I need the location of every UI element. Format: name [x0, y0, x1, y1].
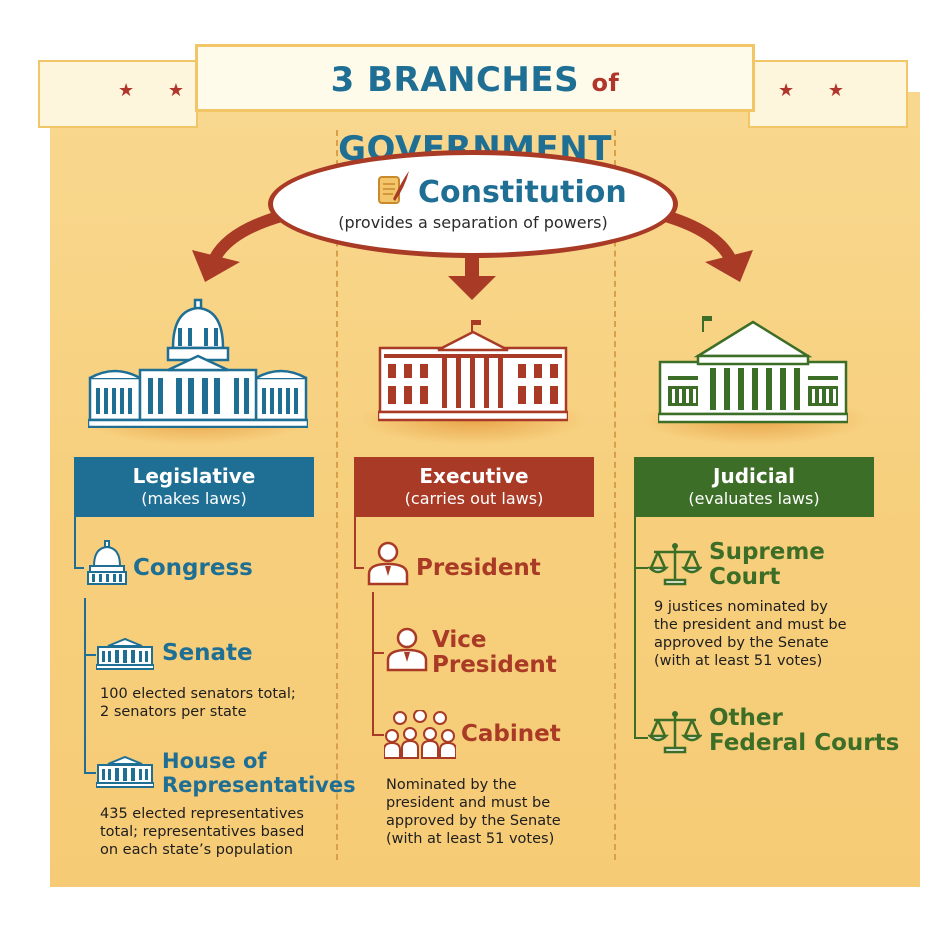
tree-line	[634, 737, 648, 739]
supreme-court-note-line: the president and must be	[654, 617, 847, 633]
tree-line	[354, 567, 364, 569]
other-courts-label-line: Federal Courts	[709, 730, 900, 756]
stars-left: ★ ★	[118, 80, 198, 101]
supreme-court-label-line: Court	[709, 564, 781, 590]
legislative-name: Legislative	[132, 464, 256, 488]
supreme-court-note-line: (with at least 51 votes)	[654, 653, 823, 669]
senate-building-icon	[96, 638, 154, 670]
judicial-header: Judicial (evaluates laws)	[634, 457, 874, 517]
house-note-line: on each state’s population	[100, 842, 293, 858]
president-person-icon	[367, 541, 409, 586]
title-part-1: 3 BRANCHES	[330, 60, 580, 100]
tree-line	[354, 517, 356, 569]
supreme-court-note-line: approved by the Senate	[654, 635, 829, 651]
title-of: of	[591, 69, 620, 97]
judicial-desc: (evaluates laws)	[688, 489, 820, 508]
executive-desc: (carries out laws)	[404, 489, 544, 508]
tree-line	[84, 598, 86, 774]
senate-note-line: 2 senators per state	[100, 704, 247, 720]
executive-header: Executive (carries out laws)	[354, 457, 594, 517]
supreme-court-icon	[658, 316, 848, 424]
house-building-icon	[96, 756, 154, 788]
white-house-icon	[378, 320, 568, 422]
senate-label: Senate	[162, 640, 253, 666]
judicial-name: Judicial	[713, 464, 795, 488]
senate-note: 100 elected senators total; 2 senators p…	[100, 685, 296, 721]
scales-of-justice-icon	[648, 711, 702, 754]
tree-line	[372, 734, 384, 736]
tree-line	[372, 592, 374, 736]
cabinet-note: Nominated by the president and must be a…	[386, 776, 561, 848]
supreme-court-note: 9 justices nominated by the president an…	[654, 598, 847, 670]
tree-line	[84, 654, 96, 656]
house-label-line: Representatives	[162, 773, 356, 797]
congress-label: Congress	[133, 555, 253, 581]
tree-line	[372, 652, 384, 654]
banner-right-wing	[748, 60, 908, 128]
house-label: House of Representatives	[162, 749, 356, 797]
house-label-line: House of	[162, 749, 267, 773]
cabinet-note-line: (with at least 51 votes)	[386, 831, 555, 847]
legislative-desc: (makes laws)	[141, 489, 247, 508]
cabinet-label: Cabinet	[461, 721, 561, 747]
senate-note-line: 100 elected senators total;	[100, 686, 296, 702]
executive-name: Executive	[419, 464, 529, 488]
stars-right: ★ ★	[778, 80, 858, 101]
supreme-court-note-line: 9 justices nominated by	[654, 599, 828, 615]
cabinet-group-icon	[384, 710, 456, 759]
house-note-line: total; representatives based	[100, 824, 305, 840]
constitution-subtitle: (provides a separation of powers)	[338, 213, 608, 232]
house-note-line: 435 elected representatives	[100, 806, 304, 822]
cabinet-note-line: Nominated by the	[386, 777, 517, 793]
vice-president-label: Vice President	[432, 628, 557, 678]
president-label: President	[416, 555, 541, 581]
other-courts-label-line: Other	[709, 705, 783, 731]
vice-president-person-icon	[386, 627, 428, 672]
legislative-header: Legislative (makes laws)	[74, 457, 314, 517]
vice-president-label-line: President	[432, 652, 557, 678]
column-divider	[336, 130, 338, 860]
tree-line	[84, 772, 96, 774]
banner-left-wing	[38, 60, 198, 128]
scroll-quill-icon	[378, 171, 409, 204]
cabinet-note-line: president and must be	[386, 795, 551, 811]
vice-president-label-line: Vice	[432, 627, 487, 653]
tree-line	[634, 517, 636, 739]
column-divider	[614, 130, 616, 860]
capitol-building-icon	[88, 298, 308, 428]
constitution-title: Constitution	[418, 175, 627, 210]
supreme-court-label-line: Supreme	[709, 539, 825, 565]
constitution-oval: Constitution (provides a separation of p…	[268, 150, 678, 258]
tree-line	[634, 567, 648, 569]
cabinet-note-line: approved by the Senate	[386, 813, 561, 829]
tree-line	[74, 517, 76, 569]
house-note: 435 elected representatives total; repre…	[100, 805, 304, 859]
capitol-dome-icon	[87, 540, 127, 585]
scales-of-justice-icon	[648, 543, 702, 586]
supreme-court-label: Supreme Court	[709, 540, 825, 590]
tree-line	[74, 567, 84, 569]
other-courts-label: Other Federal Courts	[709, 706, 899, 756]
